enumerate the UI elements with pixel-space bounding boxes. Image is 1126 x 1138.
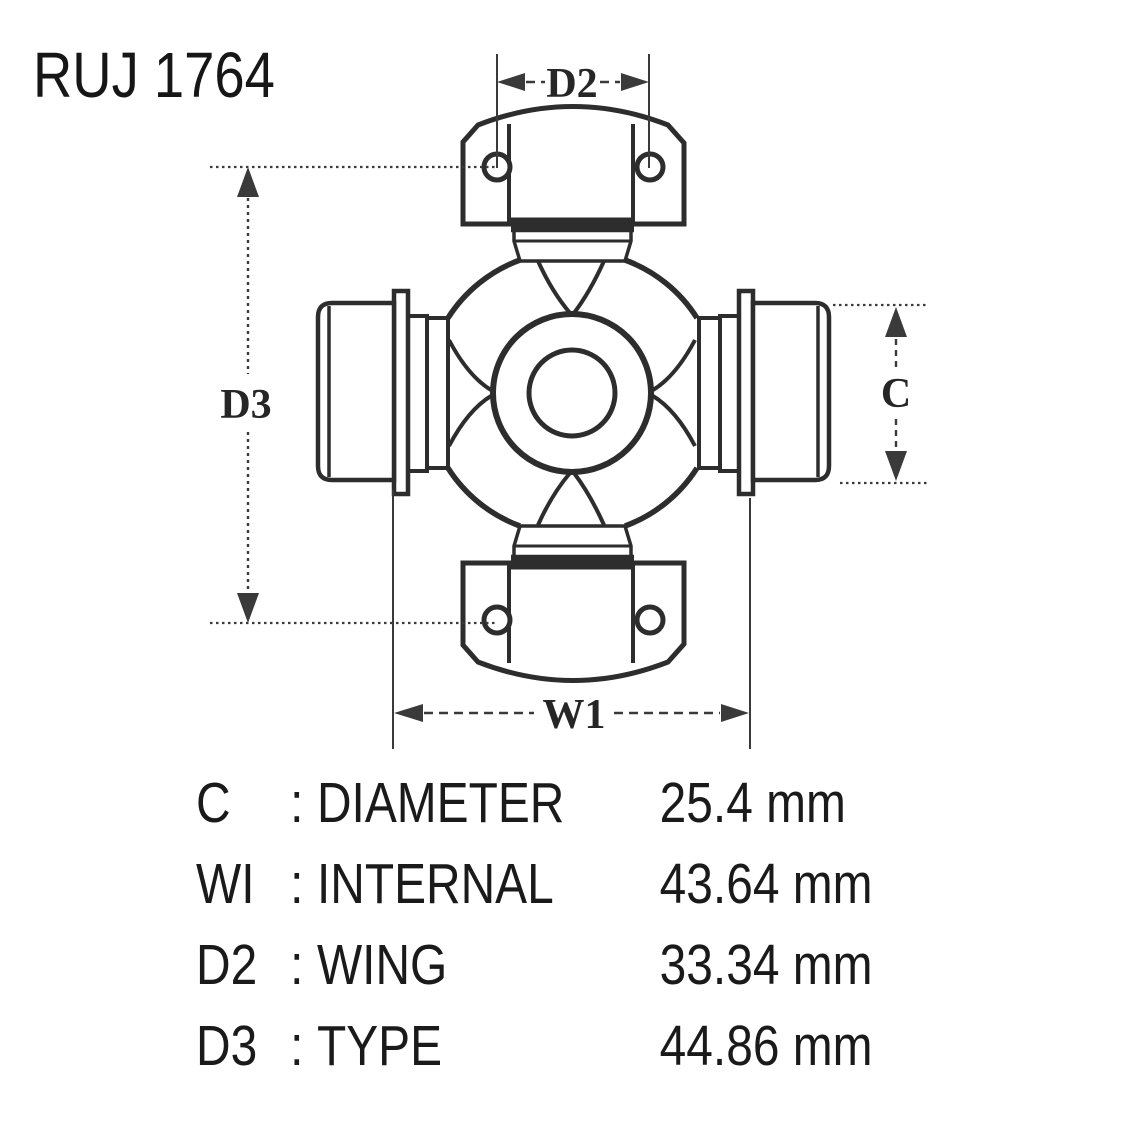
bottom-wing-bearing [463,526,684,681]
d2-arrow-left [497,73,525,91]
spec-name: INTERNAL [316,851,554,916]
body-corner-arc-bottom-right [624,466,700,529]
dimension-w1: W1 [392,490,751,749]
d2-arrow-right [621,73,649,91]
c-arrow-down [885,451,907,481]
spec-name: DIAMETER [316,770,565,835]
spec-value: 33.34 mm [659,932,873,997]
w1-arrow-right [721,704,749,722]
top-wing-bearing [460,104,687,263]
spec-separator: : [290,770,304,835]
spec-separator: : [290,932,304,997]
center-bore-hole [526,347,618,439]
spec-value: 44.86 mm [659,1013,873,1078]
spec-row-d3: D3 : TYPE 44.86 mm [196,1005,952,1086]
spec-separator: : [290,1013,304,1078]
spec-name: TYPE [316,1013,443,1078]
c-arrow-up [885,307,907,337]
v-notch-right [651,339,697,447]
spec-key: D2 [196,932,258,997]
v-notch-top [536,260,606,315]
d3-label: D3 [220,382,271,428]
wing-cap-outline [460,104,687,227]
body-corner-arc-top-right [624,257,700,320]
left-cup-cylinder [315,300,397,483]
body-corner-arc-bottom-left [445,466,521,529]
body-corner-arc-top-left [445,257,521,320]
spec-key: D3 [196,1013,258,1078]
c-label: C [881,371,911,417]
spec-row-d2: D2 : WING 33.34 mm [196,924,952,1005]
dimension-d3: D3 [210,165,497,625]
dimension-c: C [833,303,928,485]
spec-name: WING [316,932,448,997]
spec-key: C [196,770,231,835]
ujoint-technical-drawing: D2 D3 C [210,54,928,749]
left-cup-step-outer [406,314,429,473]
d3-arrow-down [237,593,259,623]
spec-value: 25.4 mm [659,770,846,835]
center-body [445,257,700,529]
dimension-d2: D2 [496,54,650,168]
spec-value: 43.64 mm [659,851,873,916]
v-notch-left [447,339,493,447]
left-cup-step-inner [425,316,450,470]
w1-arrow-left [394,704,423,722]
d3-arrow-up [237,167,259,197]
v-notch-bottom [536,471,606,526]
spec-separator: : [290,851,304,916]
part-number-title: RUJ 1764 [33,39,275,111]
d2-label: D2 [546,61,597,107]
spec-row-wi: WI : INTERNAL 43.64 mm [196,843,952,924]
right-bearing-cup [699,291,829,494]
spec-key: WI [196,851,255,916]
left-bearing-cup [315,288,450,497]
spec-table: C : DIAMETER 25.4 mm WI : INTERNAL 43.64… [196,762,952,1086]
w1-label: W1 [543,692,606,738]
spec-row-c: C : DIAMETER 25.4 mm [196,762,952,843]
